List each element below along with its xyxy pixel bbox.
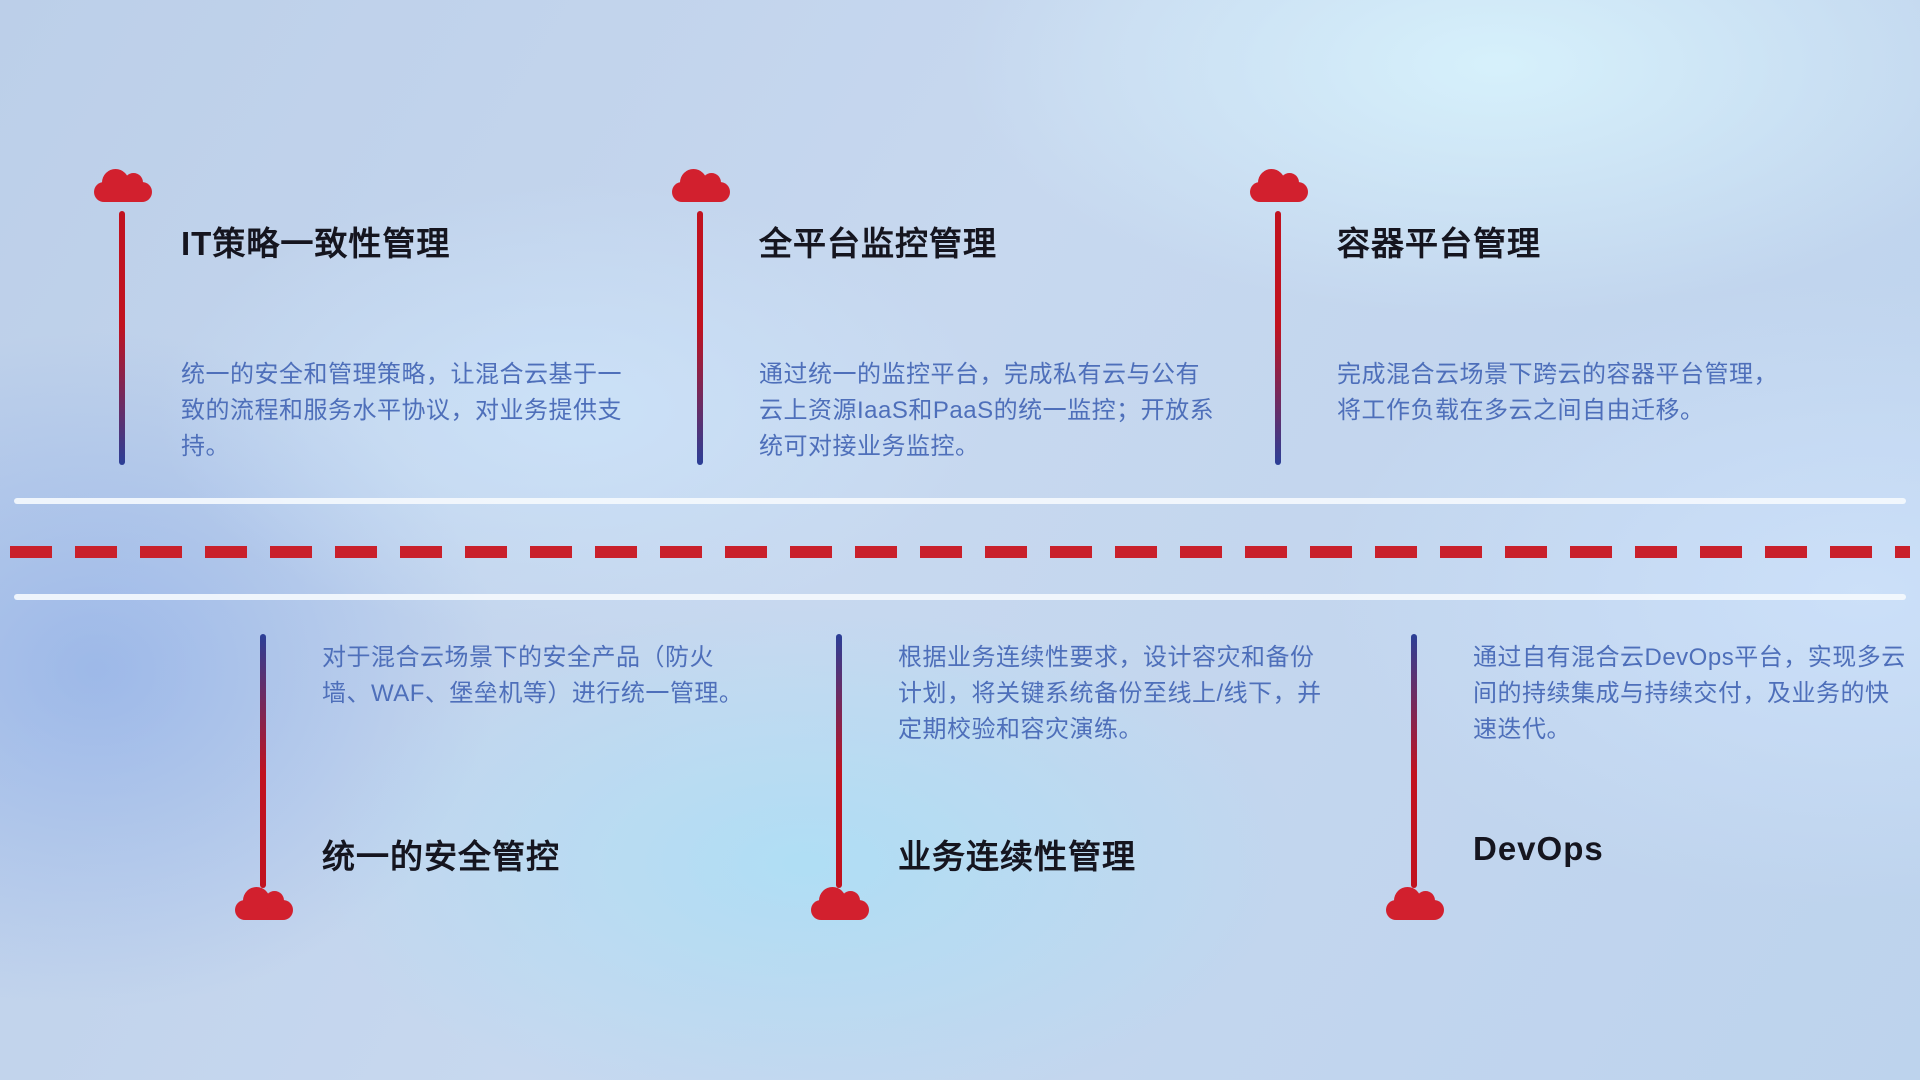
feature-title: 容器平台管理 <box>1337 225 1541 262</box>
timeline-connector <box>1275 211 1281 465</box>
feature-description: 根据业务连续性要求，设计容灾和备份计划，将关键系统备份至线上/线下，并定期校验和… <box>898 644 1322 743</box>
cloud-icon <box>811 887 869 920</box>
timeline-connector <box>697 211 703 465</box>
feature-item-security-control: 对于混合云场景下的安全产品（防火墙、WAF、堡垒机等）进行统一管理。 统一的安全… <box>235 634 755 944</box>
feature-title: 业务连续性管理 <box>898 838 1136 875</box>
feature-title: 统一的安全管控 <box>322 838 560 875</box>
cloud-icon <box>672 169 730 202</box>
feature-description: 通过统一的监控平台，完成私有云与公有云上资源IaaS和PaaS的统一监控；开放系… <box>759 361 1215 460</box>
feature-item-business-continuity: 根据业务连续性要求，设计容灾和备份计划，将关键系统备份至线上/线下，并定期校验和… <box>811 634 1331 944</box>
feature-title: IT策略一致性管理 <box>181 225 451 262</box>
timeline-connector <box>260 634 266 888</box>
divider-line-top <box>14 498 1906 504</box>
divider-line-bottom <box>14 594 1906 600</box>
timeline-connector <box>1411 634 1417 888</box>
timeline-connector <box>836 634 842 888</box>
cloud-icon <box>94 169 152 202</box>
feature-description: 对于混合云场景下的安全产品（防火墙、WAF、堡垒机等）进行统一管理。 <box>322 644 744 707</box>
feature-description: 通过自有混合云DevOps平台，实现多云间的持续集成与持续交付，及业务的快速迭代… <box>1473 644 1906 743</box>
feature-item-devops: 通过自有混合云DevOps平台，实现多云间的持续集成与持续交付，及业务的快速迭代… <box>1386 634 1906 944</box>
cloud-icon <box>1250 169 1308 202</box>
cloud-icon <box>1386 887 1444 920</box>
divider-dashed-line <box>10 546 1910 558</box>
feature-title: DevOps <box>1473 830 1604 867</box>
feature-item-it-policy: IT策略一致性管理 统一的安全和管理策略，让混合云基于一致的流程和服务水平协议，… <box>94 169 622 489</box>
feature-item-container-platform: 容器平台管理 完成混合云场景下跨云的容器平台管理，将工作负载在多云之间自由迁移。 <box>1250 169 1778 489</box>
cloud-icon <box>235 887 293 920</box>
feature-description: 统一的安全和管理策略，让混合云基于一致的流程和服务水平协议，对业务提供支持。 <box>181 361 622 460</box>
timeline-connector <box>119 211 125 465</box>
feature-description: 完成混合云场景下跨云的容器平台管理，将工作负载在多云之间自由迁移。 <box>1337 361 1778 424</box>
feature-title: 全平台监控管理 <box>759 225 997 262</box>
feature-item-monitoring: 全平台监控管理 通过统一的监控平台，完成私有云与公有云上资源IaaS和PaaS的… <box>672 169 1214 489</box>
